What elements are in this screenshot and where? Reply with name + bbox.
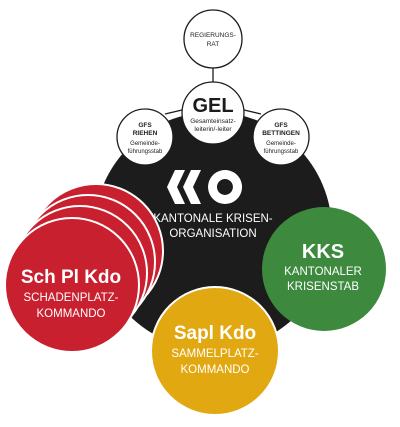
regierungsrat-label-line2: RAT [207, 41, 220, 48]
connector-gel-bettingen [243, 109, 262, 115]
sapl-title: Sapl Kdo [174, 323, 256, 344]
kks-circle [262, 207, 386, 331]
schpl-title: Sch Pl Kdo [21, 267, 121, 288]
gfs-bettingen-label-line4: führungsstab [264, 149, 299, 155]
gfs-bettingen-label-line3: Gemeinde- [266, 141, 296, 147]
gfs-bettingen-circle [252, 108, 310, 166]
gel-circle [181, 81, 245, 145]
gfs-riehen-label-line2: RIEHEN [133, 130, 158, 137]
gel-label-line2: leiterin/-leiter [194, 126, 232, 133]
kko-logo-icon [167, 170, 243, 204]
gfs-riehen-label-line3: Gemeinde- [130, 141, 160, 147]
regierungsrat-circle [183, 9, 243, 69]
regierungsrat-label-line1: REGIERUNGS- [190, 32, 236, 39]
gfs-riehen-label-line4: führungsstab [128, 149, 163, 155]
kko-label-line2: ORGANISATION [169, 228, 256, 240]
schpl-stacked-circles [4, 183, 164, 353]
schpl-label-line2: KOMMANDO [37, 308, 106, 320]
gfs-bettingen-label-line2: BETTINGEN [262, 130, 300, 137]
kks-title: KKS [302, 241, 344, 263]
kks-label-line2: KRISENSTAB [287, 281, 359, 293]
kks-label-line1: KANTONALER [284, 266, 362, 278]
schpl-circle-front [4, 217, 140, 353]
gfs-riehen-circle [116, 108, 174, 166]
gel-label-line1: Gesamteinsatz- [190, 118, 236, 125]
schpl-label-line1: SCHADENPLATZ- [24, 292, 119, 304]
sapl-label-line1: SAMMELPLATZ- [171, 348, 258, 360]
connector-riehen-gel [164, 109, 183, 115]
sapl-circle [150, 286, 280, 416]
gfs-bettingen-label-line1: GFS [274, 122, 288, 129]
sapl-label-line2: KOMMANDO [181, 364, 250, 376]
gel-title: GEL [192, 95, 233, 117]
kko-label-line1: KANTONALE KRISEN- [153, 213, 272, 225]
gfs-riehen-label-line1: GFS [138, 122, 152, 129]
